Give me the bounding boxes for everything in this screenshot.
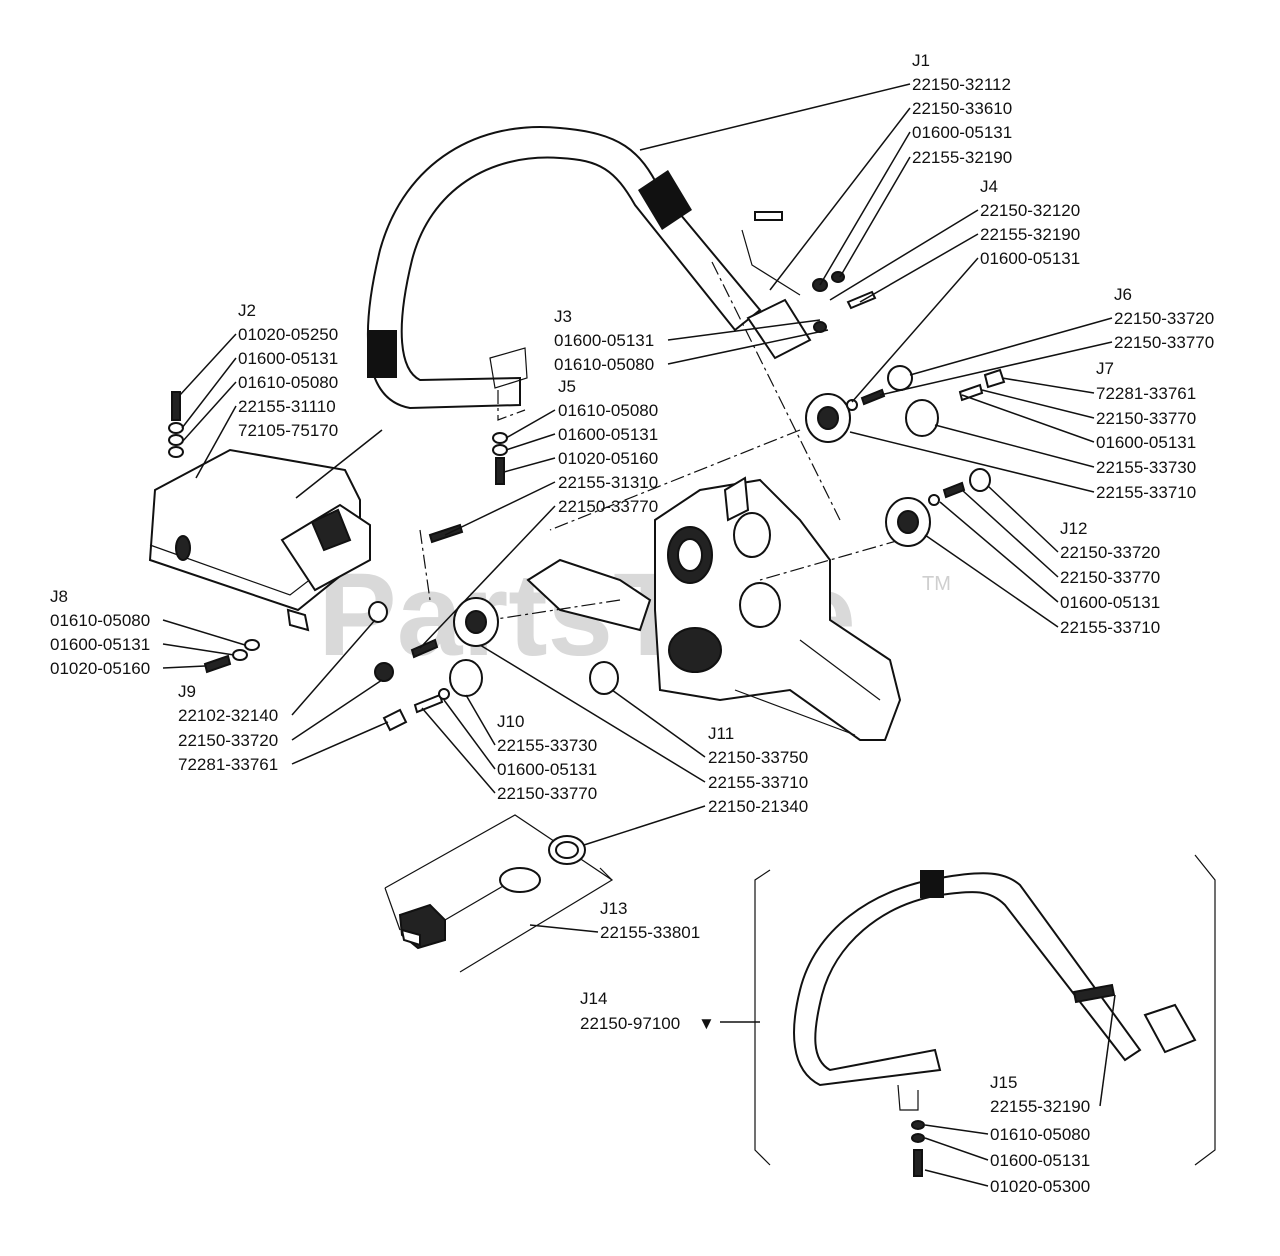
engine-housing: [526, 476, 902, 741]
part-number: 22150-32120: [980, 201, 1080, 220]
leader-lines: [162, 83, 1116, 1187]
part-number: 01600-05131: [912, 123, 1012, 142]
part-number: 22150-33750: [708, 748, 808, 767]
mount-j7: [905, 399, 939, 437]
j9-parts: [368, 601, 408, 732]
part-number: 22155-33730: [497, 736, 597, 755]
part-number: 01600-05131: [558, 425, 658, 444]
part-number: 22150-21340: [708, 797, 808, 816]
part-number: 22155-33730: [1096, 458, 1196, 477]
part-number: 01600-05131: [238, 349, 338, 368]
part-number: 01610-05080: [990, 1125, 1090, 1144]
part-number: 01020-05160: [50, 659, 150, 678]
mount-j11b: [589, 661, 619, 695]
part-number: 22155-31110: [238, 397, 336, 416]
assembly-lines: [419, 261, 901, 621]
group-label-j14: J14: [580, 989, 607, 1008]
front-handle-bar: [367, 126, 812, 421]
part-number: 22150-33770: [1114, 333, 1214, 352]
part-number: 22150-33770: [497, 784, 597, 803]
group-label-j5: J5: [558, 377, 576, 396]
group-label-j3: J3: [554, 307, 572, 326]
part-number: 22150-33770: [1096, 409, 1196, 428]
washer-j6: [887, 365, 913, 391]
part-number: 22155-32190: [912, 148, 1012, 167]
part-number: 01600-05131: [554, 331, 654, 350]
triangle-marker-icon: ▼: [698, 1014, 715, 1033]
part-number: 22155-32190: [980, 225, 1080, 244]
part-number: 72281-33761: [1096, 384, 1196, 403]
part-number: 01610-05080: [554, 355, 654, 374]
part-number: 22150-97100: [580, 1014, 680, 1033]
part-number: 22155-31310: [558, 473, 658, 492]
rubber-mounts: [410, 365, 1006, 714]
part-number: 22150-33770: [1060, 568, 1160, 587]
group-label-j13: J13: [600, 899, 627, 918]
handle-hardware: [812, 271, 877, 333]
part-number: 01020-05300: [990, 1177, 1090, 1196]
handle-grip-band: [367, 330, 397, 378]
part-number: 22155-33710: [1096, 483, 1196, 502]
group-label-j9: J9: [178, 682, 196, 701]
group-label-j11: J11: [708, 724, 734, 743]
part-number: 22150-32112: [912, 75, 1011, 94]
group-label-j10: J10: [497, 712, 524, 731]
part-number: 01610-05080: [238, 373, 338, 392]
part-number: 22155-33801: [600, 923, 700, 942]
mount-j10: [449, 659, 483, 697]
part-number: 01020-05250: [238, 325, 338, 344]
inset-handle-j14: [754, 854, 1216, 1177]
part-number: 01600-05131: [50, 635, 150, 654]
part-number: 22155-32190: [990, 1097, 1090, 1116]
air-filter-cover: [148, 448, 371, 632]
group-label-j1: J1: [912, 51, 930, 70]
part-number: 22150-33720: [1114, 309, 1214, 328]
part-number: 72281-33761: [178, 755, 278, 774]
part-number: 22102-32140: [178, 706, 278, 725]
group-label-j8: J8: [50, 587, 68, 606]
group-label-j6: J6: [1114, 285, 1132, 304]
group-label-j12: J12: [1060, 519, 1087, 538]
part-number: 22150-33770: [558, 497, 658, 516]
part-number: 01600-05131: [990, 1151, 1090, 1170]
part-number: 01610-05080: [50, 611, 150, 630]
part-number: 01610-05080: [558, 401, 658, 420]
group-label-j4: J4: [980, 177, 998, 196]
part-number: 01600-05131: [497, 760, 597, 779]
part-number: 22150-33610: [912, 99, 1012, 118]
part-number: 22150-33720: [178, 731, 278, 750]
group-label-j2: J2: [238, 301, 256, 320]
part-number: 01020-05160: [558, 449, 658, 468]
part-number: 22155-33710: [1060, 618, 1160, 637]
fuel-cap-group: [384, 814, 614, 973]
part-labels: J1 22150-32112 22150-33610 01600-05131 2…: [50, 51, 1214, 1196]
handle-grip-band-upper: [638, 170, 692, 230]
cover-fasteners: [168, 391, 184, 458]
j5-fasteners: [492, 432, 508, 485]
group-label-j15: J15: [990, 1073, 1017, 1092]
part-number: 01600-05131: [1060, 593, 1160, 612]
part-number: 22150-33720: [1060, 543, 1160, 562]
group-label-j7: J7: [1096, 359, 1114, 378]
part-number: 22155-33710: [708, 773, 808, 792]
watermark-tm: TM: [922, 573, 951, 595]
part-number: 01600-05131: [980, 249, 1080, 268]
j8-fasteners: [203, 639, 260, 674]
part-number: 72105-75170: [238, 421, 338, 440]
inset-grip-band: [920, 870, 944, 898]
part-number: 01600-05131: [1096, 433, 1196, 452]
